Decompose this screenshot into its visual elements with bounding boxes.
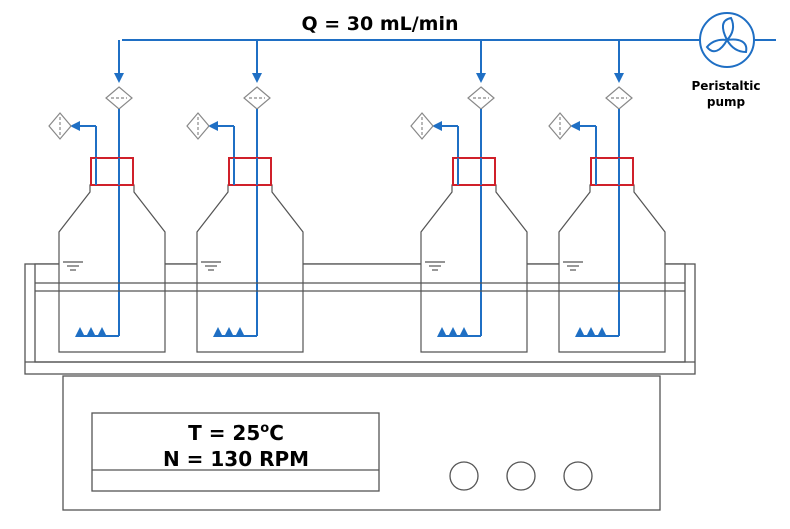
control-knob-2 bbox=[506, 461, 536, 491]
bottle-4 bbox=[558, 184, 666, 353]
vent-filter-icon bbox=[548, 112, 572, 140]
shaker-base bbox=[62, 375, 661, 511]
bottle-assembly-4 bbox=[548, 40, 666, 353]
bottles-group bbox=[48, 40, 666, 353]
bottle-assembly-2 bbox=[186, 40, 304, 353]
vent-filter-icon bbox=[186, 112, 210, 140]
vent-filter-icon bbox=[48, 112, 72, 140]
pump-label-line1: Peristaltic bbox=[691, 79, 760, 93]
bottle-cap bbox=[90, 157, 134, 186]
control-knob-1 bbox=[449, 461, 479, 491]
bottle-cap bbox=[228, 157, 272, 186]
pump-label-line2: pump bbox=[707, 95, 746, 109]
tray-rail bbox=[25, 282, 695, 363]
control-knob-3 bbox=[563, 461, 593, 491]
bottle-1 bbox=[58, 184, 166, 353]
display-screen bbox=[91, 412, 380, 492]
bottle-2 bbox=[196, 184, 304, 353]
vent-filter-icon bbox=[410, 112, 434, 140]
bottle-3 bbox=[420, 184, 528, 353]
temperature-readout: T = 25oC bbox=[188, 421, 284, 445]
bottle-cap bbox=[452, 157, 496, 186]
flow-rate-label: Q = 30 mL/min bbox=[301, 13, 458, 35]
peristaltic-pump-icon bbox=[699, 12, 755, 68]
speed-readout: N = 130 RPM bbox=[163, 447, 309, 471]
bottle-cap bbox=[590, 157, 634, 186]
bottle-assembly-3 bbox=[410, 40, 528, 353]
bottle-assembly-1 bbox=[48, 40, 166, 353]
